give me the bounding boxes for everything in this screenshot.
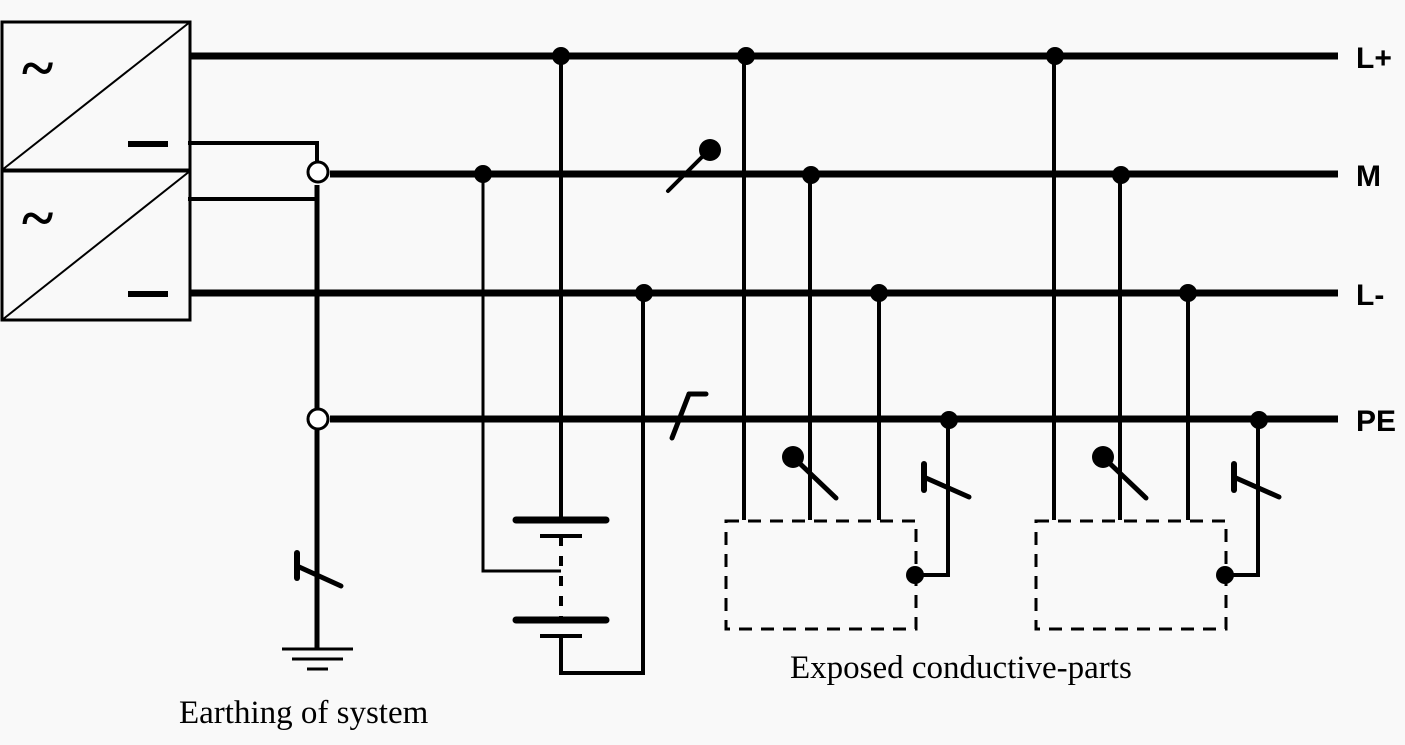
junction-dot bbox=[940, 411, 958, 429]
rail-label-pe: PE bbox=[1356, 405, 1396, 438]
source-1-minus-wire bbox=[188, 141, 319, 162]
equipment-1 bbox=[724, 56, 972, 631]
junction-dot bbox=[1250, 411, 1268, 429]
caption-earthing: Earthing of system bbox=[179, 695, 429, 731]
rail-label-l-minus: L- bbox=[1356, 279, 1384, 312]
equipment-2 bbox=[1034, 56, 1282, 631]
junction-dot bbox=[1112, 166, 1130, 184]
lollipop-dot bbox=[1092, 446, 1114, 468]
rail-label-m: M bbox=[1356, 160, 1381, 193]
terminal-m-node bbox=[306, 160, 330, 184]
ground-icon bbox=[282, 647, 353, 671]
source-2-ac-symbol: ~ bbox=[22, 185, 53, 251]
rail-label-l-plus: L+ bbox=[1356, 42, 1392, 75]
junction-dot bbox=[802, 166, 820, 184]
junction-dot bbox=[737, 47, 755, 65]
junction-dot bbox=[552, 47, 570, 65]
terminal-dot bbox=[1216, 566, 1234, 584]
junction-dots bbox=[474, 47, 1268, 584]
junction-dot bbox=[635, 284, 653, 302]
lollipop-dot bbox=[699, 139, 721, 161]
battery-string bbox=[481, 56, 645, 675]
junction-dot bbox=[1179, 284, 1197, 302]
terminal-dot bbox=[906, 566, 924, 584]
caption-exposed-parts: Exposed conductive-parts bbox=[790, 650, 1132, 686]
source-1-ac-symbol: ~ bbox=[22, 35, 53, 101]
junction-dot bbox=[1046, 47, 1064, 65]
junction-dot bbox=[870, 284, 888, 302]
junction-dot bbox=[474, 165, 492, 183]
terminal-pe-node bbox=[306, 407, 330, 431]
source-2 bbox=[0, 169, 192, 322]
lollipop-dot bbox=[782, 446, 804, 468]
